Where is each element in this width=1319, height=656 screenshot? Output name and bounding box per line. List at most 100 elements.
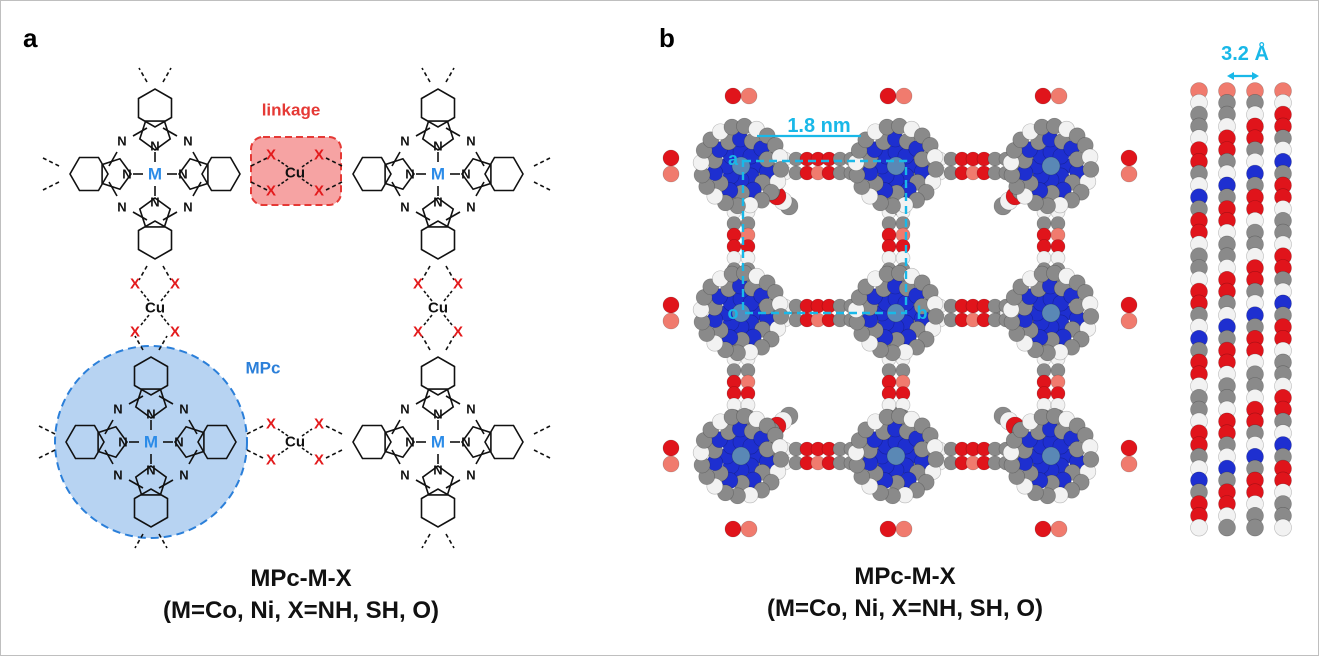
pyrrole-ring <box>461 157 492 191</box>
meso-bond <box>162 127 178 137</box>
side-atom <box>1274 518 1292 537</box>
meso-bond <box>162 211 178 221</box>
spacing-arrow-head-right <box>1252 72 1259 80</box>
pyrrole-nitrogen-label: N <box>433 195 442 210</box>
extension-bond <box>250 181 268 191</box>
meso-bond <box>391 419 401 435</box>
coordination-bond <box>443 290 453 302</box>
pyrrole-nitrogen-label: N <box>405 435 414 450</box>
pyrrole-ring <box>134 388 168 419</box>
axis-o-label: o <box>728 303 739 323</box>
meso-nitrogen-label: N <box>400 200 409 215</box>
extension-bond <box>421 67 431 83</box>
meso-bond <box>132 127 148 137</box>
meso-bond <box>128 479 144 489</box>
pyrrole-ring <box>384 425 415 459</box>
edge-oxygen-atom <box>879 87 897 105</box>
extension-bond <box>38 425 56 435</box>
side-atom <box>1246 518 1264 537</box>
pyrrole-nitrogen-label: N <box>433 463 442 478</box>
pyrrole-ring <box>178 157 209 191</box>
heteroatom-x-label: X <box>314 183 324 200</box>
benzo-ring <box>69 156 109 192</box>
benzo-ring <box>420 488 456 528</box>
coordination-bond <box>160 290 170 302</box>
extension-bond <box>42 181 60 191</box>
pyrrole-nitrogen-label: N <box>146 407 155 422</box>
linkage-highlight-box <box>250 136 342 206</box>
benzo-ring <box>201 156 241 192</box>
meso-bond <box>415 395 431 405</box>
panel-b-space-filling-model: 1.8 nm a o b 3.2 Å <box>662 41 1292 538</box>
heteroatom-x-label: X <box>453 276 463 293</box>
node-atom <box>772 161 790 178</box>
benzo-ring <box>352 424 392 460</box>
axis-a-label: a <box>728 149 739 169</box>
meso-bond <box>445 395 461 405</box>
metal-center-label: M <box>148 165 162 184</box>
extension-bond <box>38 449 56 459</box>
edge-copper-atom <box>740 520 758 538</box>
extension-bond <box>138 265 148 281</box>
meso-bond <box>445 211 461 221</box>
edge-oxygen-atom <box>724 87 742 105</box>
benzo-ring <box>197 424 237 460</box>
node-atom <box>1082 308 1100 325</box>
meso-bond <box>132 211 148 221</box>
benzo-ring <box>65 424 105 460</box>
pore-size-label: 1.8 nm <box>787 115 850 137</box>
meso-bond <box>415 127 431 137</box>
coordination-bond <box>277 447 289 456</box>
meso-bond <box>104 449 114 465</box>
edge-copper-atom <box>895 520 913 538</box>
node-atom <box>772 451 790 468</box>
edge-oxygen-atom <box>662 439 680 457</box>
meso-bond <box>391 151 401 167</box>
pyrrole-ring <box>421 197 455 228</box>
heteroatom-x-label: X <box>170 276 180 293</box>
heteroatom-x-label: X <box>130 276 140 293</box>
benzo-ring <box>352 156 392 192</box>
metal-center-label: M <box>431 433 445 452</box>
side-atom <box>1190 518 1208 537</box>
meso-bond <box>158 479 174 489</box>
extension-bond <box>533 425 551 435</box>
heteroatom-x-label: X <box>266 147 276 164</box>
axis-b-label: b <box>917 303 928 323</box>
side-view-stacks <box>1190 82 1292 537</box>
metal-atom <box>731 446 751 466</box>
benzo-ring <box>484 424 524 460</box>
meso-nitrogen-label: N <box>113 468 122 483</box>
extension-bond <box>158 533 168 549</box>
pyrrole-nitrogen-label: N <box>146 463 155 478</box>
edge-oxygen-atom <box>1120 439 1138 457</box>
extension-bond <box>445 67 455 83</box>
meso-bond <box>415 479 431 489</box>
extension-bond <box>134 335 144 351</box>
heteroatom-x-label: X <box>413 276 423 293</box>
copper-label: Cu <box>145 300 165 317</box>
meso-bond <box>108 181 118 197</box>
node-atom <box>927 161 945 178</box>
interlayer-spacing-label: 3.2 Å <box>1221 41 1269 65</box>
copper-label: Cu <box>428 300 448 317</box>
heteroatom-x-label: X <box>266 452 276 469</box>
extension-bond <box>421 335 431 351</box>
extension-bond <box>445 533 455 549</box>
meso-bond <box>188 449 198 465</box>
coordination-bond <box>277 159 289 168</box>
pyrrole-nitrogen-label: N <box>150 139 159 154</box>
coordination-bond <box>423 290 433 302</box>
heteroatom-x-label: X <box>453 324 463 341</box>
extension-bond <box>134 533 144 549</box>
edge-copper-atom <box>1050 87 1068 105</box>
pyrrole-nitrogen-label: N <box>174 435 183 450</box>
edge-copper-atom <box>662 165 680 183</box>
